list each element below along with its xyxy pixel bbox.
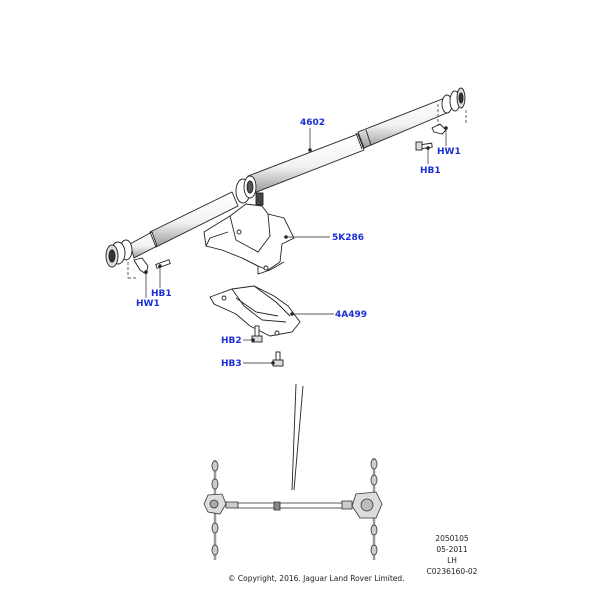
driveline-overview xyxy=(203,458,383,560)
callout-4A499: 4A499 xyxy=(335,310,368,320)
meta-code: 2050105 xyxy=(435,534,469,543)
bracket-4A499 xyxy=(209,285,301,337)
meta-date: 05-2011 xyxy=(436,545,468,554)
front-left-suspension xyxy=(203,460,227,560)
centre-bearing xyxy=(235,175,264,206)
callout-hb3: HB3 xyxy=(221,359,242,369)
copyright-notice: © Copyright, 2016. Jaguar Land Rover Lim… xyxy=(228,574,405,583)
callout-5K286: 5K286 xyxy=(332,233,365,243)
callout-hw1-left: HW1 xyxy=(136,299,160,309)
meta-side: LH xyxy=(447,556,457,565)
illustration-meta: 2050105 05-2011 LH C0236160-02 xyxy=(420,533,484,577)
rear-right-suspension xyxy=(351,458,383,560)
propshaft-overview xyxy=(225,500,353,511)
front-flange xyxy=(105,239,133,268)
washer-hw1-left xyxy=(133,257,149,275)
leader-lines xyxy=(144,126,448,365)
bolt-hb1-right xyxy=(415,141,433,151)
heat-shield-5K286 xyxy=(203,203,295,275)
location-pointer xyxy=(291,383,304,491)
meta-illustration-id: C0236160-02 xyxy=(426,567,478,576)
washer-hw1-right xyxy=(431,123,447,135)
callout-hb1-right: HB1 xyxy=(420,166,441,176)
rear-flange xyxy=(441,87,466,114)
bolt-hb1-left xyxy=(155,259,171,269)
callout-hw1-right: HW1 xyxy=(437,147,461,157)
propshaft-4602 xyxy=(129,97,450,259)
callout-hb2: HB2 xyxy=(221,336,242,346)
bolt-hb2 xyxy=(251,325,263,343)
callout-hb1-left: HB1 xyxy=(151,289,172,299)
alignment-lines xyxy=(127,104,467,279)
callout-4602: 4602 xyxy=(300,118,326,128)
